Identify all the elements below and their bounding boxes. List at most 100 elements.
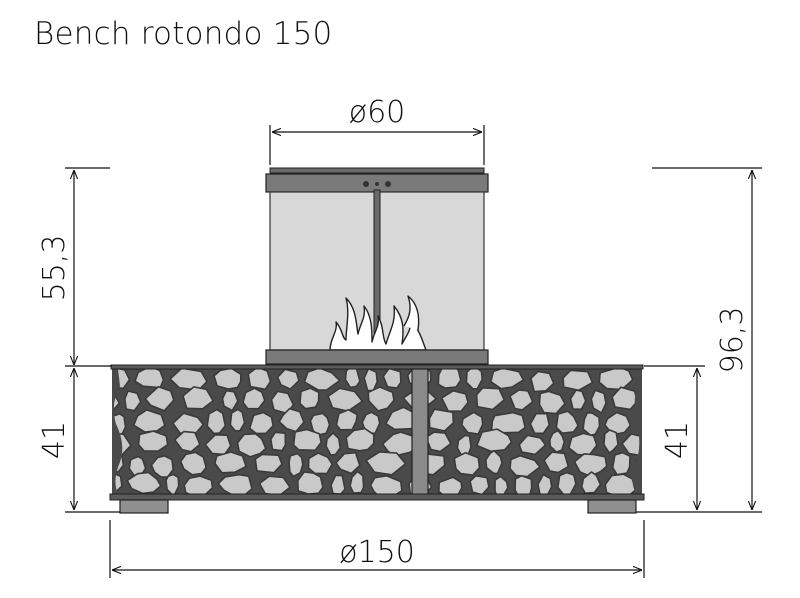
stone bbox=[165, 473, 180, 494]
stone bbox=[276, 369, 300, 390]
stone bbox=[269, 431, 287, 452]
stone bbox=[582, 411, 601, 437]
glass-fireplace bbox=[265, 167, 489, 365]
drawing-title: Bench rotondo 150 bbox=[34, 16, 333, 52]
stone bbox=[580, 471, 602, 494]
bolt bbox=[375, 182, 379, 186]
stone bbox=[236, 432, 267, 458]
stone bbox=[475, 386, 506, 411]
stone bbox=[179, 451, 207, 476]
stone bbox=[365, 451, 407, 476]
stone bbox=[206, 408, 227, 435]
stone bbox=[557, 471, 577, 494]
bench-top-plate bbox=[110, 364, 644, 370]
stone bbox=[344, 369, 361, 389]
stone bbox=[509, 389, 534, 411]
stone bbox=[126, 471, 162, 494]
stone bbox=[611, 386, 638, 411]
stone bbox=[642, 475, 674, 497]
stone bbox=[363, 369, 379, 392]
dim-label-total-height: 96,3 bbox=[715, 307, 750, 374]
stone bbox=[489, 369, 525, 390]
stone bbox=[217, 473, 253, 494]
stone bbox=[428, 408, 455, 432]
stone bbox=[590, 389, 607, 414]
stone bbox=[437, 369, 462, 389]
dim-glass-diameter bbox=[269, 125, 485, 165]
flames-icon bbox=[329, 295, 427, 351]
stone bbox=[288, 452, 304, 478]
stone bbox=[296, 471, 324, 494]
stone bbox=[568, 432, 598, 457]
stone bbox=[604, 411, 632, 436]
stone bbox=[530, 370, 555, 393]
stone bbox=[247, 369, 272, 391]
dim-label-bench-height-right: 41 bbox=[660, 421, 695, 459]
stone bbox=[642, 393, 666, 415]
stone bbox=[440, 389, 469, 413]
stone bbox=[548, 429, 566, 453]
right-foot bbox=[587, 499, 637, 514]
stone bbox=[258, 475, 291, 494]
stone bbox=[221, 389, 239, 412]
stone bbox=[518, 434, 547, 456]
stone bbox=[303, 369, 341, 391]
stone bbox=[248, 411, 275, 435]
stone bbox=[325, 432, 342, 456]
stone bbox=[124, 390, 142, 412]
stone-bench bbox=[109, 364, 674, 514]
stone bbox=[543, 451, 570, 474]
stone bbox=[603, 429, 619, 454]
stone bbox=[538, 390, 566, 415]
stone bbox=[292, 428, 323, 452]
stone bbox=[494, 475, 509, 494]
stone bbox=[335, 451, 361, 475]
stone bbox=[137, 430, 169, 452]
stone bbox=[335, 408, 359, 431]
stone bbox=[465, 369, 484, 390]
stone bbox=[345, 427, 375, 452]
dim-bench-diameter bbox=[109, 520, 645, 578]
stone bbox=[438, 476, 463, 494]
stone bbox=[144, 385, 175, 412]
stone bbox=[309, 412, 331, 436]
stone bbox=[490, 411, 527, 434]
stone bbox=[537, 473, 553, 494]
stone bbox=[382, 369, 402, 389]
stone bbox=[555, 410, 579, 435]
dim-label-bench-diameter: ø150 bbox=[339, 535, 415, 570]
dim-total-height bbox=[652, 167, 762, 513]
dim-label-glass-height: 55,3 bbox=[37, 235, 72, 302]
stone bbox=[529, 412, 551, 435]
left-foot bbox=[119, 499, 169, 514]
glass-panel-right bbox=[377, 191, 485, 351]
stone bbox=[514, 474, 533, 494]
dim-label-glass-diameter: ø60 bbox=[349, 95, 406, 130]
bolt bbox=[385, 181, 391, 187]
dim-glass-height bbox=[65, 167, 110, 365]
stone bbox=[330, 474, 346, 494]
stone bbox=[476, 428, 513, 453]
stone bbox=[635, 454, 640, 478]
stone bbox=[453, 451, 481, 476]
stone bbox=[229, 408, 246, 432]
stone bbox=[183, 475, 214, 494]
stone bbox=[573, 453, 608, 478]
stone bbox=[307, 452, 334, 475]
stone bbox=[213, 369, 242, 390]
stone bbox=[569, 389, 587, 411]
stone bbox=[214, 451, 247, 474]
stone bbox=[254, 453, 283, 474]
stone bbox=[349, 470, 365, 494]
bench-base-plate bbox=[109, 493, 645, 501]
stone bbox=[484, 449, 503, 475]
top-ring bbox=[269, 167, 485, 174]
stone bbox=[460, 411, 484, 435]
stone bbox=[604, 473, 637, 494]
stone bbox=[242, 387, 266, 410]
stone bbox=[369, 474, 403, 494]
bottom-band bbox=[265, 349, 489, 365]
stone bbox=[469, 474, 490, 494]
glass-panel-left bbox=[269, 191, 377, 351]
